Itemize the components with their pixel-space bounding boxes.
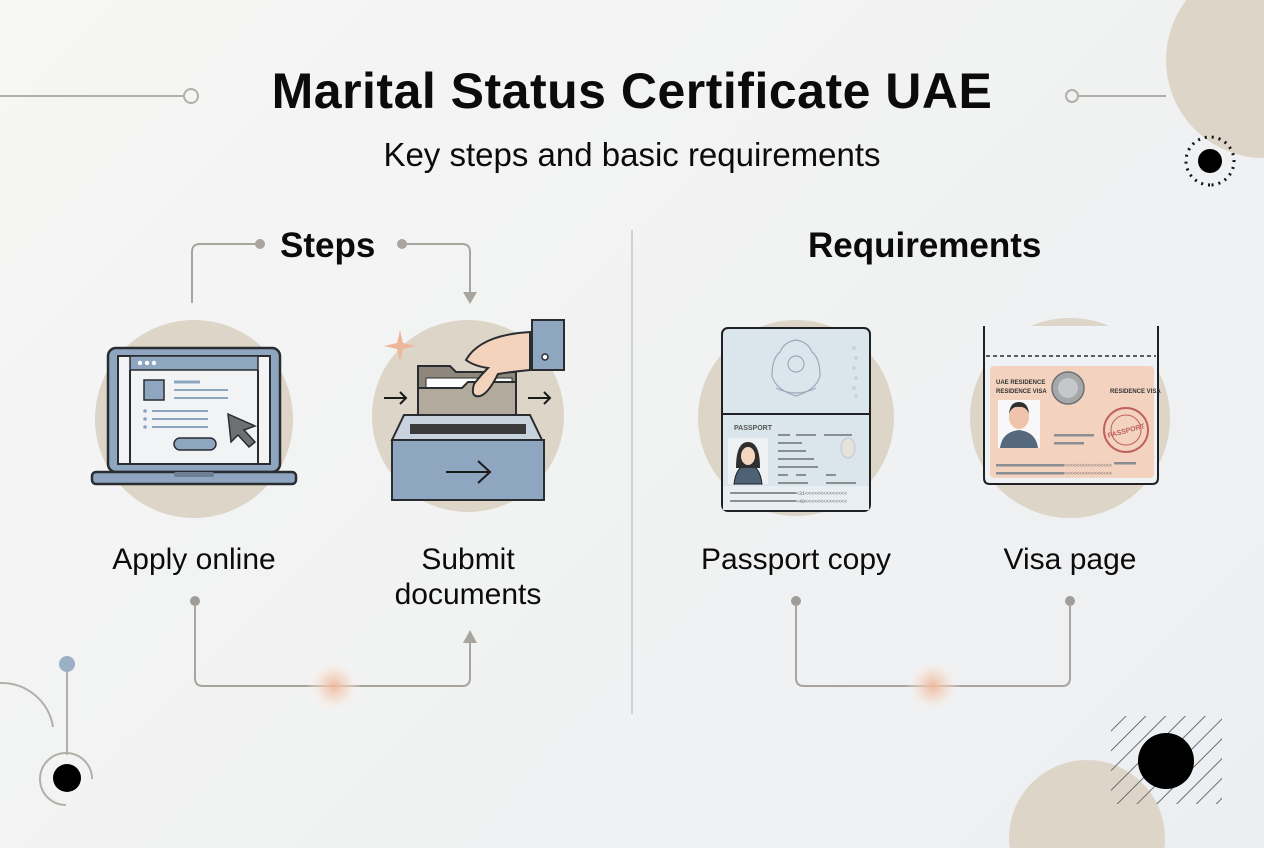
step-label-submit-documents: Submit documents [394, 543, 542, 611]
steps-bottom-connector [190, 596, 477, 714]
laptop-icon [90, 320, 298, 518]
svg-text:<<<<<<<<<<<<<<<<: <<<<<<<<<<<<<<<< [1064, 471, 1112, 477]
steps-heading: Steps [280, 226, 376, 265]
svg-text:UAE RESIDENCE: UAE RESIDENCE [996, 380, 1045, 386]
svg-text:PASSPORT: PASSPORT [734, 425, 773, 432]
black-dot-top-right [1198, 149, 1222, 173]
page-title: Marital Status Certificate UAE [271, 63, 993, 119]
passport-icon: PASSPORT <31<<<<<<<<<<<<<< <40<<<<<<<<<<… [698, 320, 894, 516]
black-dot-bottom-left [53, 764, 81, 792]
requirements-bottom-connector [791, 596, 1075, 714]
visa-icon: UAE RESIDENCE RESIDENCE VISA RESIDENCE V… [970, 318, 1170, 518]
svg-text:<40<<<<<<<<<<<<<<: <40<<<<<<<<<<<<<< [796, 499, 847, 505]
svg-text:RESIDENCE VISA: RESIDENCE VISA [996, 389, 1047, 395]
step-label-apply-online: Apply online [112, 543, 276, 576]
svg-text:<<<<<<<<<<<<<<<<: <<<<<<<<<<<<<<<< [1064, 463, 1112, 469]
svg-text:<31<<<<<<<<<<<<<<: <31<<<<<<<<<<<<<< [796, 491, 847, 497]
page-subtitle: Key steps and basic requirements [383, 136, 881, 173]
top-right-beige-circle [1166, 0, 1264, 158]
svg-text:RESIDENCE VISA: RESIDENCE VISA [1110, 389, 1161, 395]
black-dot-bottom-right [1138, 733, 1194, 789]
requirement-label-visa-page: Visa page [1003, 543, 1137, 576]
requirement-label-passport-copy: Passport copy [700, 543, 892, 576]
steps-top-connector [191, 239, 477, 304]
submit-documents-icon [372, 319, 565, 512]
requirements-heading: Requirements [808, 226, 1042, 265]
